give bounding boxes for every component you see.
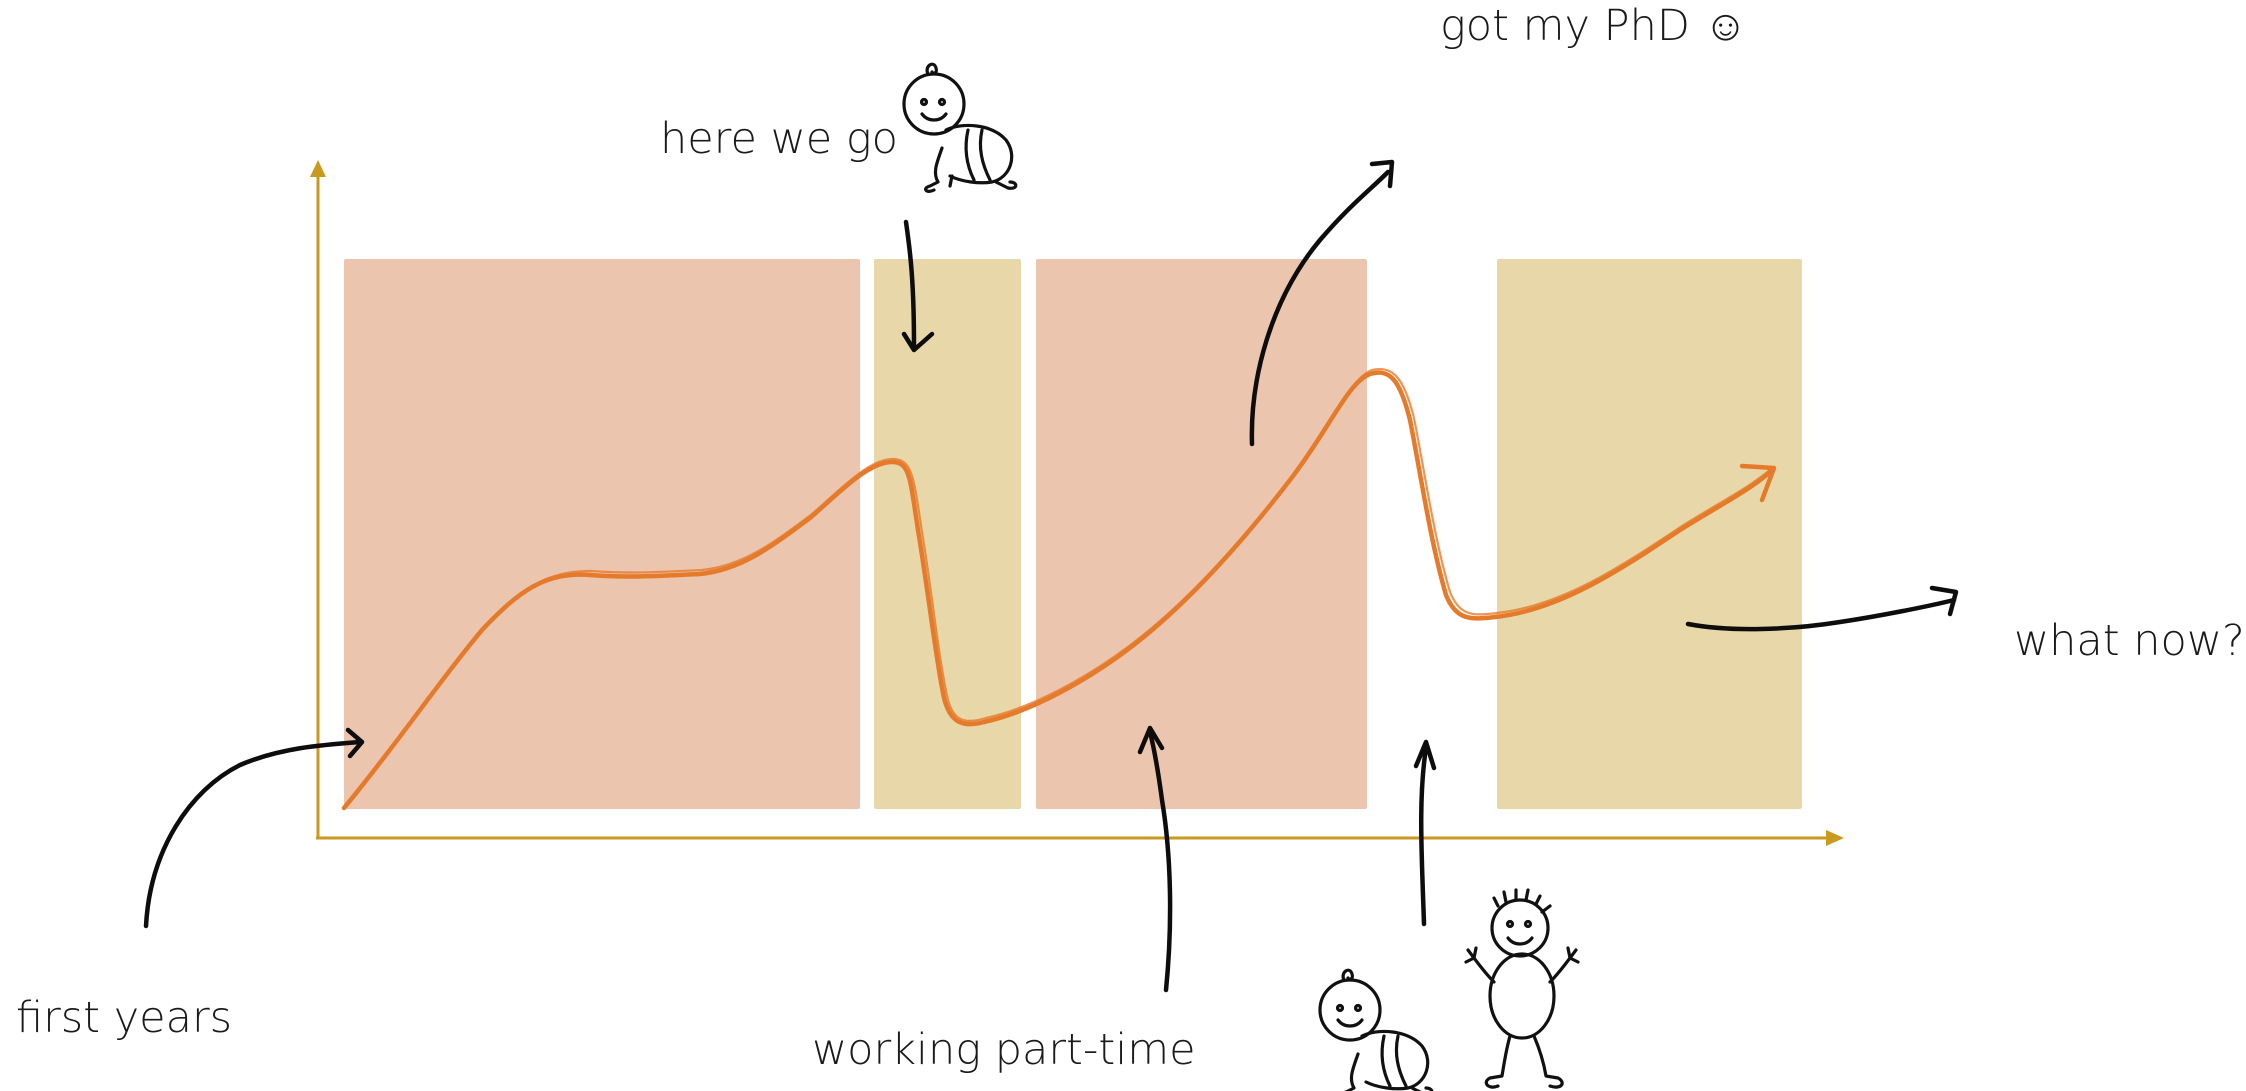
- x-axis-arrowhead: [1826, 830, 1844, 846]
- y-axis-arrowhead: [310, 160, 326, 177]
- label-working-part-time: working part-time: [812, 1025, 1196, 1075]
- life-curve-arrowhead: [1739, 463, 1777, 503]
- crawling-baby-icon: [1318, 968, 1434, 1091]
- what-now-arrow: [1685, 597, 1957, 632]
- label-got-my-phd: got my PhD ☺: [1440, 1, 1748, 51]
- annotation-arrows: [143, 159, 1959, 993]
- axes: [310, 160, 1844, 846]
- band-what-now: [1497, 259, 1802, 809]
- label-first-years: first years: [16, 993, 232, 1043]
- second-child-arrowhead: [1413, 739, 1437, 771]
- crawling-baby-icon: [902, 62, 1018, 193]
- band-here-we-go: [874, 259, 1021, 809]
- first-years-arrow: [143, 739, 363, 929]
- label-what-now: what now?: [2014, 616, 2245, 666]
- life-curve-stroke: [341, 370, 1773, 811]
- first-years-arrowhead: [345, 727, 365, 759]
- label-here-we-go: here we go: [660, 114, 898, 164]
- got-phd-arrowhead: [1369, 159, 1395, 189]
- working-part-time-arrow: [1147, 729, 1173, 993]
- here-we-go-arrowhead: [901, 331, 935, 353]
- working-part-time-arrowhead: [1137, 725, 1165, 755]
- life-curve-echo: [345, 367, 1774, 807]
- second-child-arrow: [1418, 745, 1429, 927]
- here-we-go-arrow: [903, 219, 917, 349]
- stick-child-icon: [1464, 888, 1580, 1089]
- band-first-years: [344, 259, 860, 809]
- got-phd-arrow: [1249, 169, 1391, 447]
- life-curve: [341, 367, 1777, 811]
- what-now-arrowhead: [1929, 585, 1959, 617]
- band-phd-work: [1036, 259, 1367, 809]
